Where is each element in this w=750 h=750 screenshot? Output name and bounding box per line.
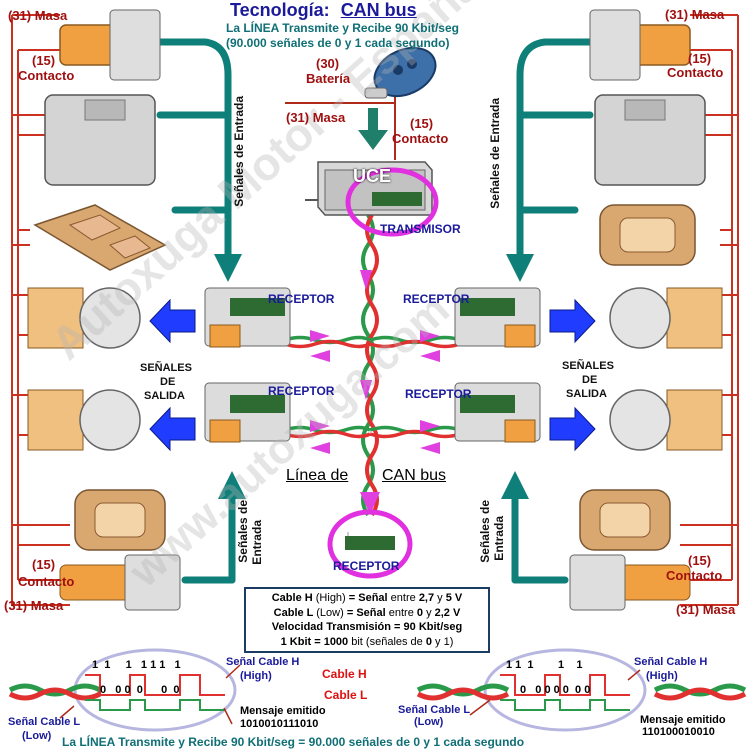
magenta-highlight-circles xyxy=(327,167,439,579)
left-bottom-contacto-num: (15) xyxy=(32,557,56,572)
bateria: Batería xyxy=(306,71,351,86)
bateria-num: (30) xyxy=(316,56,340,71)
left-bits-ones: 1 1 1 1 1 1 1 xyxy=(92,659,181,671)
salida-right-3: SALIDA xyxy=(566,388,607,400)
left-msg-bits: 1010010111010 xyxy=(240,718,319,730)
transmisor-label: TRANSMISOR xyxy=(380,222,461,236)
output-arrows xyxy=(149,298,596,452)
teal-input-bus-left-bottom xyxy=(181,471,246,584)
left-cable-l-label: Señal Cable L xyxy=(8,716,81,728)
footer-text: La LÍNEA Transmite y Recibe 90 Kbit/seg … xyxy=(62,735,525,749)
right-top-contacto-num: (15) xyxy=(688,51,712,66)
signal-diagram-left xyxy=(8,648,237,732)
receptor-bottom: RECEPTOR xyxy=(333,559,400,573)
left-top-masa: (31) Masa xyxy=(8,8,68,23)
right-high-label: (High) xyxy=(646,670,678,682)
right-top-contacto: Contacto xyxy=(667,65,724,80)
right-bits-ones: 1 1 1 1 1 xyxy=(506,659,583,671)
entrada-left-top: Señales de Entrada xyxy=(232,96,246,207)
salida-left-3: SALIDA xyxy=(144,390,185,402)
info-box: Cable H (High) = Señal entre 2,7 y 5 V C… xyxy=(244,587,490,653)
salida-right-1: SEÑALES xyxy=(562,360,614,372)
uce-label: UCE xyxy=(353,166,392,186)
left-bottom-devices xyxy=(59,489,181,611)
receptor-right-bottom: RECEPTOR xyxy=(405,387,472,401)
teal-input-bus-right-top xyxy=(506,38,604,282)
left-output-motors xyxy=(27,287,291,451)
salida-right-2: DE xyxy=(582,374,598,386)
center-masa: (31) Masa xyxy=(286,110,346,125)
salida-left-1: SEÑALES xyxy=(140,362,192,374)
magenta-signal-arrows xyxy=(310,270,440,515)
info-line-kbit: 1 Kbit = 1000 bit (señales de 0 y 1) xyxy=(280,635,454,648)
right-cable-h-label: Señal Cable H xyxy=(634,656,708,668)
right-msg-label: Mensaje emitido xyxy=(640,714,726,726)
receptor-left-top: RECEPTOR xyxy=(268,292,335,306)
receptor-left-bottom: RECEPTOR xyxy=(268,384,335,398)
right-wiring xyxy=(680,14,739,606)
left-bottom-contacto: Contacto xyxy=(18,574,75,589)
info-line-cable-l: Cable L (Low) = Señal entre 0 y 2,2 V xyxy=(273,606,461,619)
right-bottom-contacto-num: (15) xyxy=(688,553,712,568)
subtitle-line-1: La LÍNEA Transmite y Recibe 90 Kbit/seg xyxy=(226,21,459,35)
entrada-right-bottom-a: Señales de xyxy=(478,500,492,563)
battery-remote-icon xyxy=(285,46,437,160)
can-bus-branches xyxy=(284,335,461,439)
right-output-motors xyxy=(454,287,723,451)
right-bottom-masa: (31) Masa xyxy=(676,602,736,617)
right-cable-l-label: Señal Cable L xyxy=(398,704,471,716)
bottom-receptor-board xyxy=(345,532,395,550)
can-bus-line xyxy=(361,213,379,517)
right-bottom-devices xyxy=(569,489,691,611)
green-arrow-to-uce xyxy=(358,108,388,150)
linea-de: Línea de xyxy=(286,467,349,484)
cable-l-red: Cable L xyxy=(324,688,368,702)
left-low-label: (Low) xyxy=(22,730,52,742)
info-line-cable-h: Cable H (High) = Señal entre 2,7 y 5 V xyxy=(271,592,463,604)
pointer-lines xyxy=(59,664,641,725)
left-wiring xyxy=(11,14,70,606)
subtitle-line-2: (90.000 señales de 0 y 1 cada segundo) xyxy=(226,36,450,50)
left-msg-label: Mensaje emitido xyxy=(240,705,326,717)
entrada-left-bottom-a: Señales de xyxy=(236,500,250,563)
salida-left-2: DE xyxy=(160,376,176,388)
left-top-contacto: Contacto xyxy=(18,68,75,83)
info-line-velocidad: Velocidad Transmisión = 90 Kbit/seg xyxy=(271,621,463,633)
left-cable-h-label: Señal Cable H xyxy=(226,656,300,668)
can-bus-label: CAN bus xyxy=(382,467,447,484)
title: Tecnología: CAN bus xyxy=(230,0,417,21)
entrada-left-bottom-b: Entrada xyxy=(250,520,264,565)
entrada-right-top: Señales de Entrada xyxy=(488,98,502,209)
right-bottom-contacto: Contacto xyxy=(666,568,723,583)
right-msg-bits: 110100010010 xyxy=(642,726,715,738)
left-bits-zeros: 0 0 0 0 0 0 xyxy=(100,684,180,696)
center-contacto: Contacto xyxy=(392,131,449,146)
left-input-devices xyxy=(33,9,167,271)
right-low-label: (Low) xyxy=(414,716,444,728)
receptor-right-top: RECEPTOR xyxy=(403,292,470,306)
cable-h-red: Cable H xyxy=(322,667,367,681)
right-bits-zeros: 0 0 0 0 0 0 0 xyxy=(520,684,591,696)
signal-diagram-right xyxy=(416,648,747,732)
left-high-label: (High) xyxy=(240,670,272,682)
title-prefix: Tecnología: xyxy=(230,0,330,20)
entrada-right-bottom-b: Entrada xyxy=(492,516,506,561)
right-input-devices xyxy=(589,9,706,266)
teal-input-bus-right-bottom xyxy=(501,471,569,584)
right-top-masa: (31) Masa xyxy=(665,7,725,22)
left-bottom-masa: (31) Masa xyxy=(4,598,64,613)
center-contacto-num: (15) xyxy=(410,116,434,131)
left-top-contacto-num: (15) xyxy=(32,53,56,68)
title-main: CAN bus xyxy=(340,0,417,20)
